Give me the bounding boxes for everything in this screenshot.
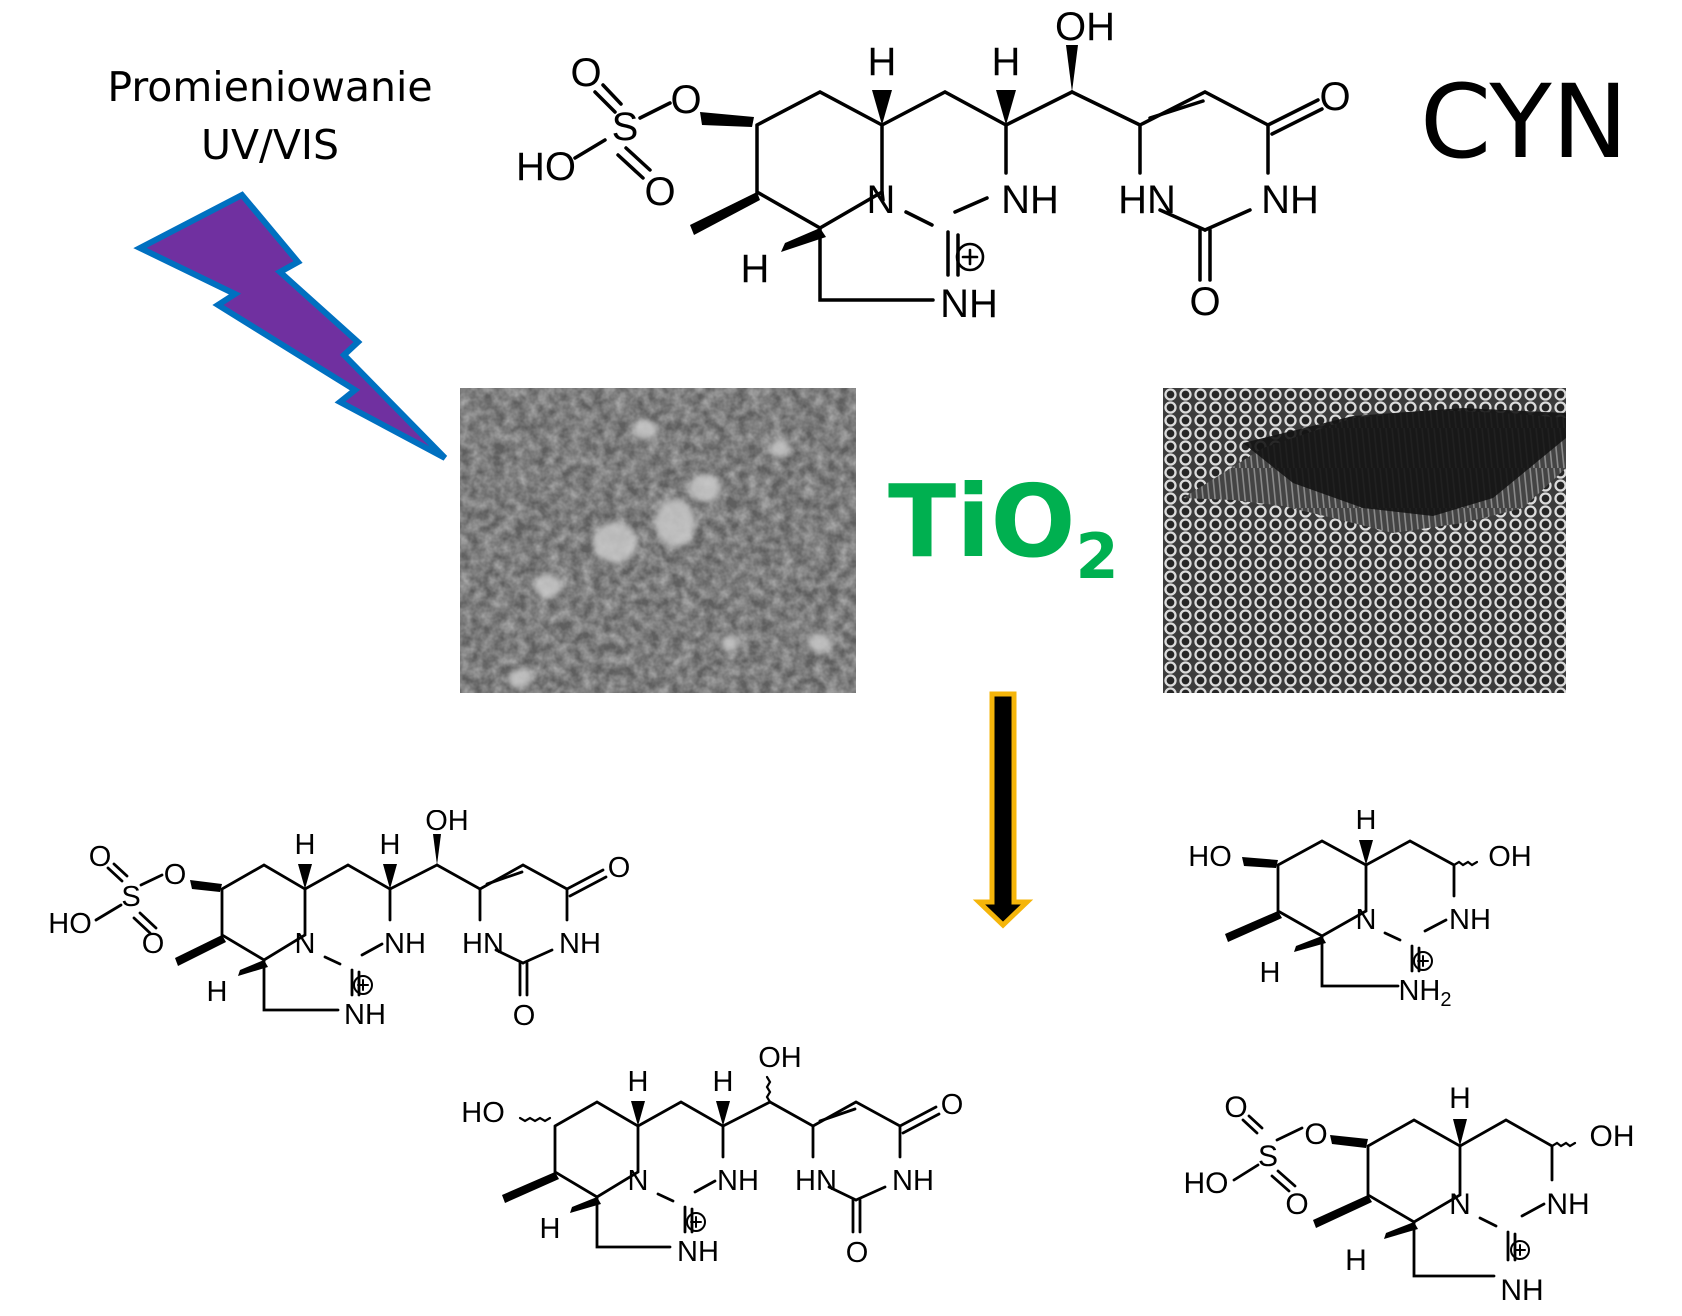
radiation-label-line1: Promieniowanie [107,63,433,111]
atom-nh: NH [344,999,386,1031]
atom-ho: HO [461,1097,505,1129]
atom-nh: NH [892,1165,934,1197]
atom-s: S [121,881,140,913]
atom-o: O [1189,280,1220,324]
atom-h: H [1260,957,1281,989]
atom-nh: NH [1449,904,1491,936]
atom-oh: OH [758,1042,802,1074]
atom-nh: NH [1546,1188,1589,1221]
atom-oh: OH [1488,841,1532,873]
atom-ho: HO [1188,841,1232,873]
radiation-label: Promieniowanie UV/VIS [50,58,490,174]
tio2-subscript: 2 [1075,520,1119,593]
atom-o: O [513,1000,536,1032]
atom-n: N [295,928,316,960]
atom-n: N [628,1165,649,1197]
atom-o: O [1224,1091,1247,1124]
cyn-structure: O S O HO O H H OH N NH HN NH O O H NH [516,5,1351,326]
atom-ho: HO [516,145,576,189]
atom-h: H [380,829,401,861]
atom-h: H [1345,1244,1367,1277]
atom-o: O [1319,75,1350,119]
atom-ho: HO [48,908,92,940]
atom-nh: NH [717,1165,759,1197]
atom-nh2-base: NH [1398,975,1440,1007]
atom-nh: NH [1500,1274,1543,1307]
atom-h: H [628,1066,649,1098]
atom-s: S [1258,1140,1278,1173]
atom-hn: HN [795,1165,837,1197]
atom-o: O [1304,1118,1327,1151]
sem-nanoparticles-image [460,388,856,693]
lightning-bolt-icon [133,191,448,461]
cyn-label: CYN [1420,63,1629,182]
atom-h: H [868,40,897,84]
atom-oh: OH [1055,5,1115,49]
atom-o: O [164,859,187,891]
atom-o: O [941,1089,964,1121]
atom-o: O [1285,1188,1308,1221]
atom-nh: NH [940,282,998,326]
tio2-main-text: TiO [888,463,1076,580]
atom-h: H [540,1213,561,1245]
atom-h: H [295,829,316,861]
atom-nh: NH [677,1236,719,1268]
reaction-arrow-icon [972,691,1034,929]
atom-ho: HO [1184,1167,1229,1200]
atom-o: O [644,170,675,214]
atom-n: N [1449,1188,1471,1221]
atom-o: O [142,928,165,960]
atom-oh: OH [425,810,469,837]
atom-nh: NH [384,928,426,960]
atom-n: N [1356,904,1377,936]
atom-h: H [207,976,228,1008]
product-cyn-sulfate-structure: O S O HO O H H OH N NH HN NH O O H NH [48,810,631,1032]
radiation-label-line2: UV/VIS [200,121,340,169]
atom-nh2-sub: 2 [1440,989,1451,1011]
product-truncated-diol-structure: HO H OH N NH H NH2 [1188,810,1532,1011]
atom-h: H [992,40,1021,84]
atom-s: S [612,105,639,149]
product-truncated-sulfate-structure: O S O HO O H OH N NH H NH [1184,1082,1635,1307]
atom-hn: HN [462,928,504,960]
atom-o: O [570,51,601,95]
atom-o: O [608,852,631,884]
atom-nh: NH [1001,178,1059,222]
atom-oh: OH [1590,1120,1635,1153]
sem-nanotubes-image [1163,388,1566,693]
atom-o: O [846,1237,869,1269]
atom-nh: NH [1261,178,1319,222]
atom-o: O [89,841,112,873]
atom-hn: HN [1118,178,1176,222]
tio2-label: TiO2 [888,472,1119,588]
atom-h: H [713,1066,734,1098]
atom-o: O [670,78,701,122]
atom-h: H [1449,1082,1471,1115]
atom-nh: NH [559,928,601,960]
atom-n: N [867,178,896,222]
atom-h: H [741,247,770,291]
product-desulfo-cyn-structure: HO H H OH N NH HN NH O O H NH [461,1042,964,1269]
atom-nh2: NH2 [1398,975,1451,1011]
atom-h: H [1356,810,1377,836]
